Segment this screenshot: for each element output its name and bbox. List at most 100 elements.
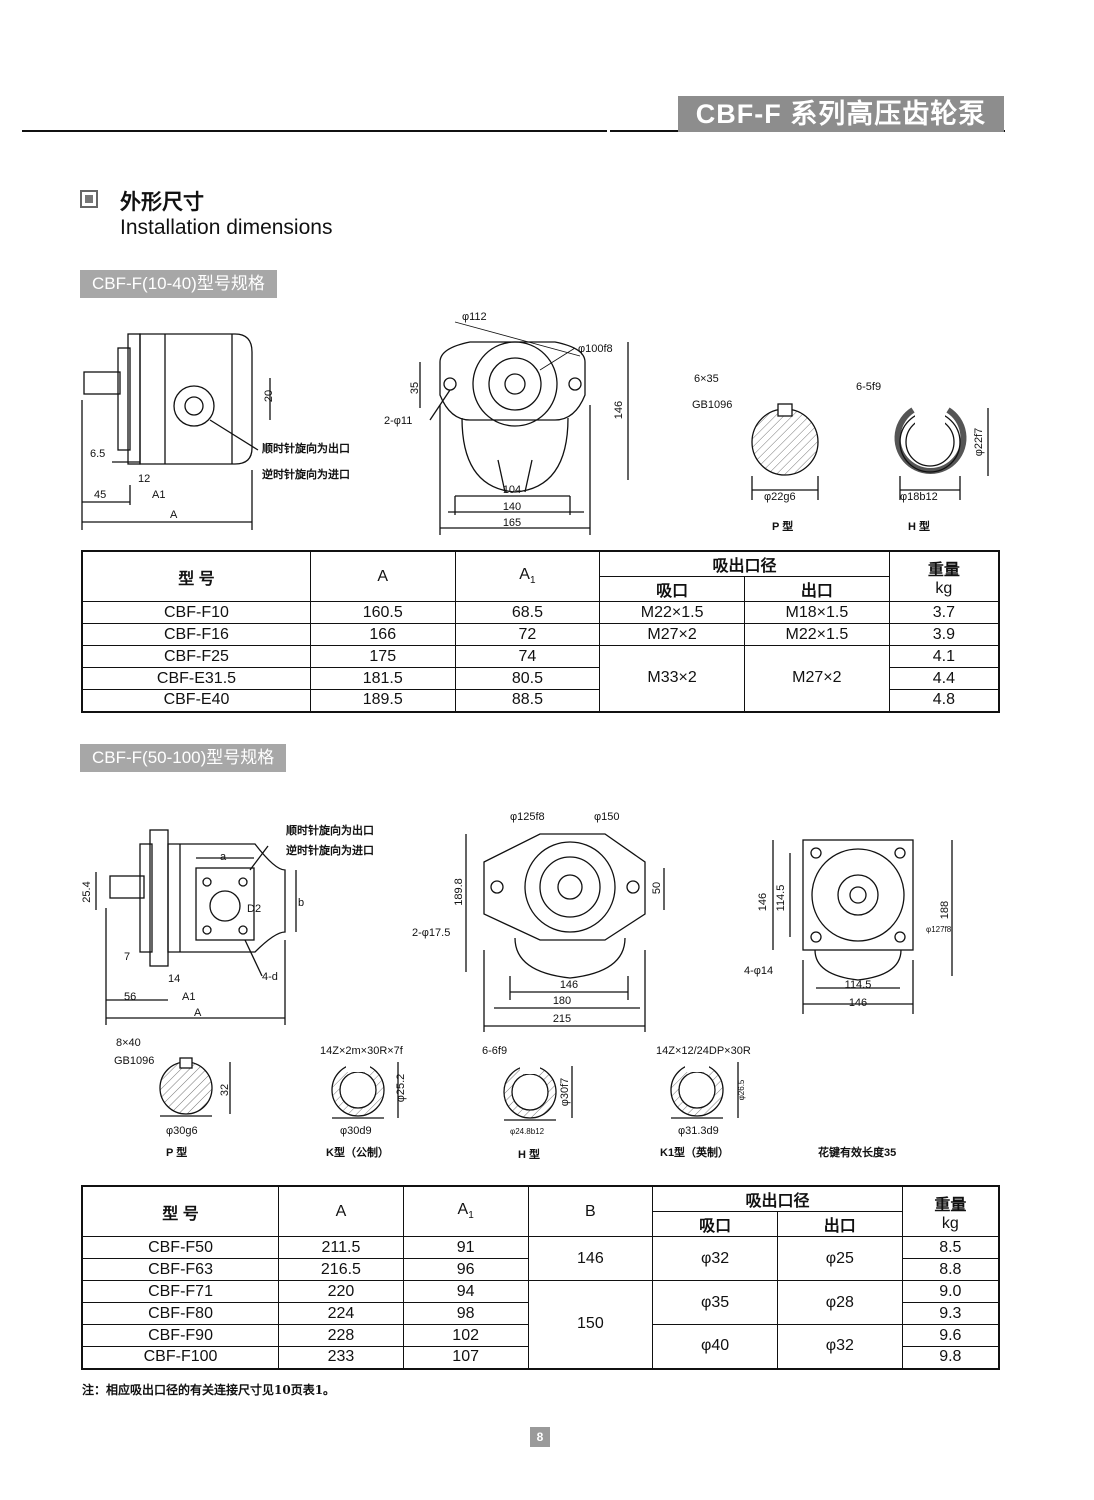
t1-h-model: 型 号 [81, 550, 311, 602]
s2-k-252: φ25.2 [395, 1074, 407, 1103]
s2-56: 56 [124, 991, 136, 1003]
s2-b: b [298, 897, 304, 909]
s1-dim-100f8: φ100f8 [578, 343, 613, 355]
s2-50: 50 [651, 882, 663, 894]
s2-rholes: 4-φ14 [744, 965, 773, 977]
heading-en: Installation dimensions [120, 216, 333, 239]
section1-label: CBF-F(10-40)型号规格 [80, 270, 277, 298]
s1-p-type: P 型 [772, 519, 793, 533]
s2-r146: 146 [757, 893, 769, 911]
t2-h-a1: A1 [402, 1185, 529, 1237]
s2-h-dia: φ24.8b12 [510, 1127, 545, 1136]
s2-d2: D2 [247, 903, 261, 915]
t2-h-b: B [527, 1185, 654, 1237]
s2-a-dim: A [194, 1007, 202, 1019]
s1-dim-146: 146 [613, 401, 625, 419]
t2-h-model: 型 号 [81, 1185, 280, 1237]
s2-k1-265: φ26.5 [737, 1079, 746, 1100]
s2-h-type: H 型 [518, 1147, 540, 1161]
s1-dim-165: 165 [503, 517, 521, 529]
s1-h-key: 6-5f9 [856, 381, 881, 393]
t2-h-port: 吸出口径 [652, 1185, 903, 1212]
s1-p-dia: φ22g6 [764, 491, 796, 503]
t1-h-in: 吸口 [599, 576, 745, 602]
s2-146: 146 [560, 979, 578, 991]
s1-dim-45: 45 [94, 489, 106, 501]
s1-dim-65: 6.5 [90, 448, 105, 460]
page-title: CBF-F 系列高压齿轮泵 [678, 96, 1004, 132]
s2-ccw: 逆时针旋向为进口 [286, 843, 374, 857]
s2-k-type: K型（公制） [326, 1145, 389, 1159]
s1-dim-a1: A1 [152, 489, 165, 501]
s2-254: 25.4 [81, 881, 93, 902]
s1-p-std: GB1096 [692, 399, 732, 411]
header-rule [22, 130, 607, 132]
section2-drawings: 顺时针旋向为出口 逆时针旋向为进口 a b D2 4-d 25.4 7 14 5… [81, 811, 953, 1161]
s2-k1-type: K1型（英制） [660, 1145, 729, 1159]
s1-cw: 顺时针旋向为出口 [262, 441, 350, 455]
t2-h-out: 出口 [776, 1211, 903, 1237]
s2-k1-spec: 14Z×12/24DP×30R [656, 1045, 751, 1057]
t1-h-port: 吸出口径 [599, 550, 890, 577]
s2-1898: 189.8 [453, 878, 465, 906]
s1-dim-12: 12 [138, 473, 150, 485]
s2-p-type: P 型 [166, 1145, 187, 1159]
s2-125: φ125f8 [510, 811, 545, 823]
s2-p-std: GB1096 [114, 1055, 154, 1067]
s2-k-spec: 14Z×2m×30R×7f [320, 1045, 404, 1057]
s2-k-dia: φ30d9 [340, 1125, 372, 1137]
s2-h-key: 6-6f9 [482, 1045, 507, 1057]
s2-k1-dia: φ31.3d9 [678, 1125, 719, 1137]
s2-p-32: 32 [219, 1084, 231, 1096]
s1-h-dia2: φ22f7 [973, 428, 985, 457]
s1-dim-104: 104 [503, 484, 521, 496]
s2-180: 180 [553, 995, 571, 1007]
s2-p-key: 8×40 [116, 1037, 141, 1049]
s2-215: 215 [553, 1013, 571, 1025]
s2-r1145: 114.5 [775, 885, 787, 912]
s1-dim-20: 20 [263, 390, 275, 402]
s2-7: 7 [124, 951, 130, 963]
section1-drawings: 20 顺时针旋向为出口 逆时针旋向为进口 6.5 12 45 A1 A φ112… [81, 311, 989, 535]
s1-ccw: 逆时针旋向为进口 [262, 467, 350, 481]
s1-h-type: H 型 [908, 519, 930, 533]
s2-r127: φ127f8 [926, 925, 952, 934]
s2-r188: 188 [939, 901, 951, 919]
s1-dim-140: 140 [503, 501, 521, 513]
s2-h-30: φ30f7 [559, 1078, 571, 1107]
s2-holes: 2-φ17.5 [412, 927, 450, 939]
s2-rw146: 146 [849, 997, 867, 1009]
heading-cn: 外形尺寸 [120, 191, 204, 214]
t2-h-in: 吸口 [652, 1211, 778, 1237]
s1-dim-holes: 2-φ11 [384, 415, 412, 427]
s2-spline-len: 花键有效长度35 [818, 1145, 896, 1159]
section2-label: CBF-F(50-100)型号规格 [80, 744, 287, 772]
t2-h-a: A [278, 1185, 404, 1237]
s2-150: φ150 [594, 811, 620, 823]
s1-p-key: 6×35 [694, 373, 719, 385]
t1-h-a1: A1 [454, 550, 601, 602]
t1-h-a: A [309, 550, 456, 602]
footnote: 注：相应吸出口径的有关连接尺寸见10页表1。 [82, 1383, 336, 1397]
s2-p-dia: φ30g6 [166, 1125, 198, 1137]
s1-h-dia: φ18b12 [900, 491, 938, 503]
s2-rw1145: 114.5 [845, 979, 872, 991]
s2-a1: A1 [182, 991, 195, 1003]
page-number: 8 [530, 1427, 550, 1447]
s2-14: 14 [168, 973, 180, 985]
s2-a: a [220, 851, 227, 863]
heading-bullet-icon [80, 190, 98, 208]
s1-dim-112: φ112 [462, 311, 487, 323]
